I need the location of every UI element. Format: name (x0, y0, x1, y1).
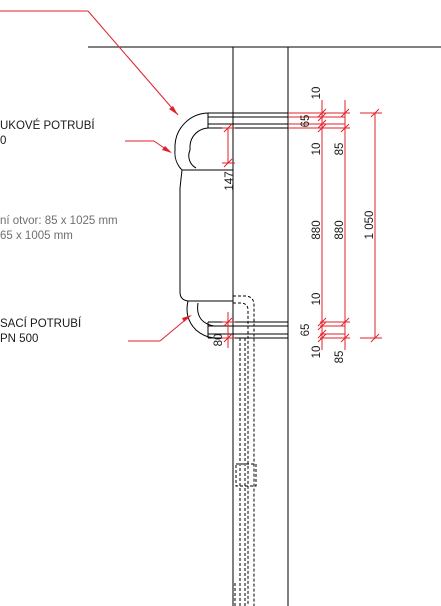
pressure-pipe-horizontal (207, 112, 288, 129)
dimension-ticks (223, 108, 380, 343)
dim-text-1050: 1 050 (364, 211, 376, 240)
label-suction-pipe-line2: PN 500 (0, 333, 38, 345)
label-opening-line2: 65 x 1005 mm (0, 230, 73, 242)
label-opening-line1: ní otvor: 85 x 1025 mm (0, 215, 118, 227)
dim-text-10-top: 10 (311, 87, 323, 100)
pressure-pipe-elbow (174, 112, 209, 171)
dim-text-85-top: 85 (334, 143, 346, 156)
leader-pressure-arrow (162, 146, 172, 153)
dim-text-10-bottom: 10 (311, 346, 323, 359)
label-pressure-pipe-line2: 0 (0, 135, 6, 147)
leader-top-diagonal (87, 10, 179, 116)
dim-text-10-b: 10 (311, 143, 323, 156)
dim-text-880-a: 880 (311, 220, 323, 239)
leader-suction-arrow (182, 315, 192, 322)
hidden-vertical-pipe (233, 295, 257, 606)
label-pressure-pipe-line1: UKOVÉ POTRUBÍ (0, 119, 95, 132)
dim-text-147: 147 (224, 171, 236, 190)
dim-text-10-c: 10 (311, 293, 323, 306)
dim-text-85-bottom: 85 (334, 351, 346, 364)
dim-text-65-bottom: 65 (300, 324, 312, 337)
dim-text-880-b: 880 (334, 220, 346, 239)
suction-pipe-elbow (186, 300, 215, 339)
labels: UKOVÉ POTRUBÍ 0 ní otvor: 85 x 1025 mm 6… (0, 119, 118, 345)
dim-text-65-top: 65 (300, 115, 312, 128)
leader-lines (0, 10, 192, 342)
dimension-lines (222, 100, 382, 350)
structure (88, 46, 441, 606)
dimension-texts: 10 65 10 85 147 880 880 1 050 10 65 80 1… (213, 87, 376, 364)
dim-text-80: 80 (213, 334, 225, 347)
leader-top-arrow (169, 106, 178, 115)
label-suction-pipe-line1: SACÍ POTRUBÍ (0, 317, 82, 330)
